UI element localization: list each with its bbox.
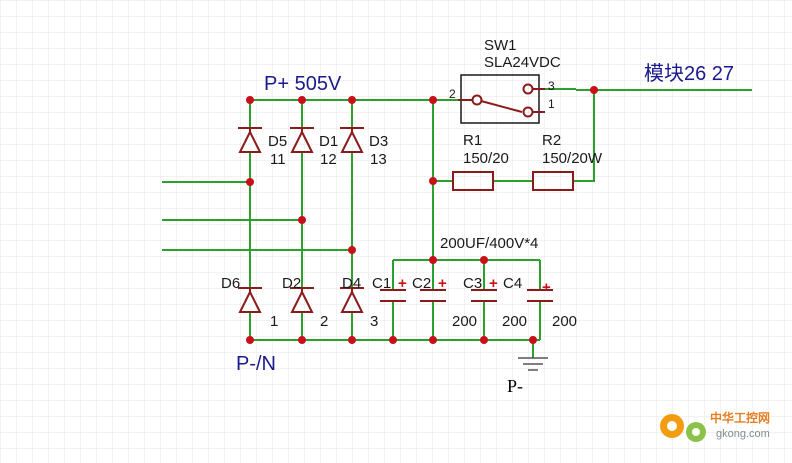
d2-name-label: D2 [282,275,301,292]
resistor-r1 [452,171,494,191]
d4-name-label: D4 [342,275,361,292]
c3-name-label: C3 [463,275,482,292]
resistor-r2 [532,171,574,191]
diode-d6 [238,287,262,313]
c2-plus-label: + [438,275,447,292]
diodes [238,127,364,313]
c1-value-label: 200 [452,313,477,330]
watermark: 中华工控网 gkong.com [660,410,770,442]
switch-sw1 [458,74,576,124]
d5-num-label: 11 [270,151,286,168]
negative-bus-label: P-/N [236,353,276,375]
junction-dots [246,86,598,344]
module-label: 模块26 27 [644,62,734,85]
cap-bank-label: 200UF/400V*4 [440,235,538,252]
watermark-url: gkong.com [716,428,770,440]
capacitor-c3 [471,289,497,302]
d6-name-label: D6 [221,275,240,292]
diode-d5 [238,127,262,153]
capacitor-c1 [380,289,406,302]
switch-model-label: SLA24VDC [484,54,561,71]
r2-name-label: R2 [542,132,561,149]
diode-d4 [340,287,364,313]
diode-d1 [290,127,314,153]
d3-name-label: D3 [369,133,388,150]
r1-name-label: R1 [463,132,482,149]
d4-num-label: 3 [370,313,378,330]
c1-name-label: C1 [372,275,391,292]
capacitor-c4 [527,289,553,302]
c3-plus-label: + [489,275,498,292]
c2-value-label: 200 [502,313,527,330]
ground-label: P- [507,376,523,396]
d1-name-label: D1 [319,133,338,150]
d3-num-label: 13 [370,151,387,168]
c3-value-label: 200 [552,313,577,330]
d2-num-label: 2 [320,313,328,330]
positive-bus-label: P+ 505V [264,73,342,95]
switch-name-label: SW1 [484,37,517,54]
watermark-text: 中华工控网 [710,410,770,425]
c4-name-label: C4 [503,275,522,292]
c1-plus-label: + [398,275,407,292]
r1-value-label: 150/20 [463,150,509,167]
d5-name-label: D5 [268,133,287,150]
d6-num-label: 1 [270,313,278,330]
d1-num-label: 12 [320,151,337,168]
switch-pin2-label: 2 [449,87,456,101]
capacitors [380,289,553,302]
switch-pin1-label: 1 [548,97,555,111]
capacitor-c2 [420,289,446,302]
diode-d3 [340,127,364,153]
ground-symbol [518,357,548,371]
c4-plus-label: + [542,279,551,296]
switch-pin3-label: 3 [548,79,555,93]
r2-value-label: 150/20W [542,150,603,167]
resistors [452,171,574,191]
c2-name-label: C2 [412,275,431,292]
gear-icon [660,414,706,442]
diode-d2 [290,287,314,313]
